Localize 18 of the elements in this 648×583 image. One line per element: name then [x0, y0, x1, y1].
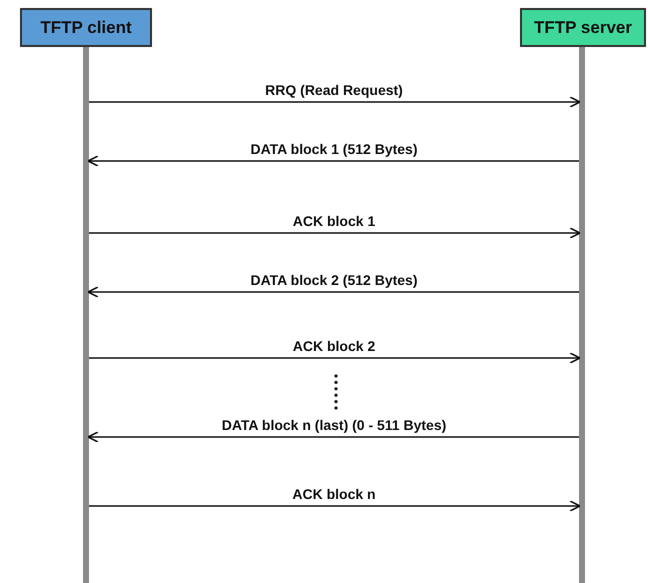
- lifeline: [579, 47, 585, 583]
- edge-label: DATA block 2 (512 Bytes): [248, 272, 420, 288]
- message-arrow: [87, 155, 579, 167]
- edge-label: ACK block 1: [290, 213, 378, 229]
- edge-label: ACK block n: [290, 486, 378, 502]
- message-arrow: [89, 500, 581, 512]
- edge-label: RRQ (Read Request): [263, 82, 405, 98]
- message-arrow: [89, 96, 581, 108]
- message-arrow: [87, 431, 579, 443]
- participant-box: TFTP client: [20, 8, 152, 47]
- lifeline: [83, 47, 89, 583]
- message-arrow: [89, 352, 581, 364]
- message-arrow: [87, 286, 579, 298]
- edge-label: DATA block n (last) (0 - 511 Bytes): [220, 417, 448, 433]
- edge-label: ACK block 2: [290, 338, 378, 354]
- message-arrow: [89, 227, 581, 239]
- participant-box: TFTP server: [520, 8, 646, 47]
- edge-label: DATA block 1 (512 Bytes): [248, 141, 420, 157]
